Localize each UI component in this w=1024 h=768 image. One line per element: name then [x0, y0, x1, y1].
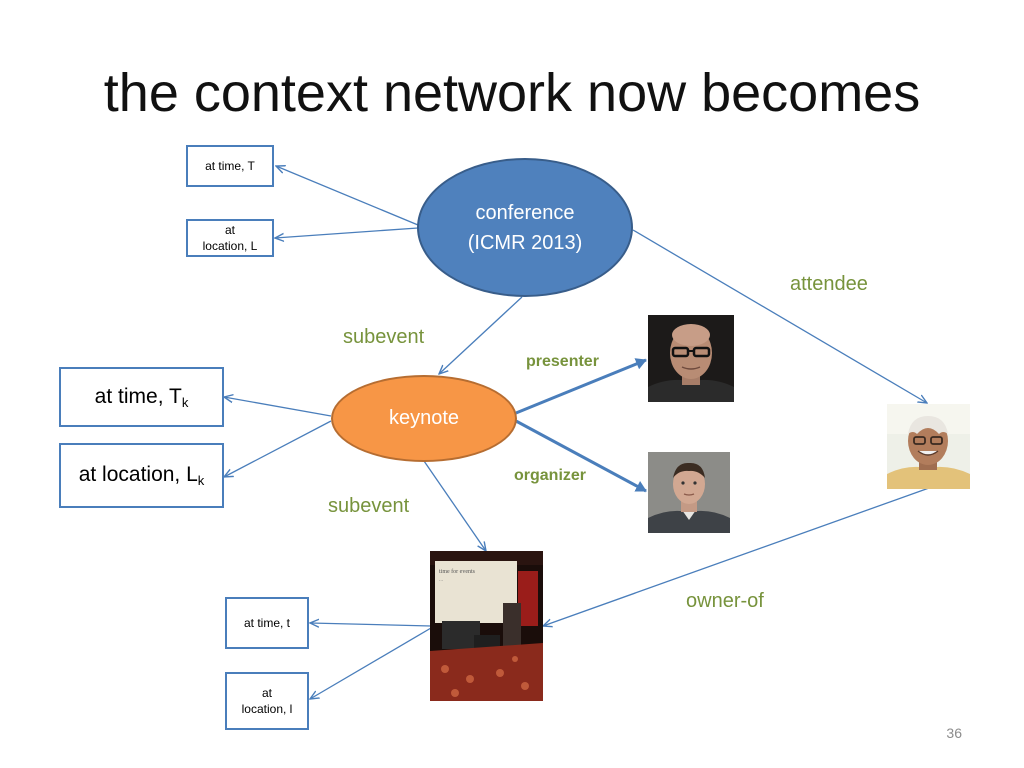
- link-owner-of: [543, 487, 930, 626]
- at-location-L-box: at location, L: [186, 219, 274, 257]
- link-attendee: [632, 229, 927, 403]
- link-keynote-time: [224, 397, 332, 417]
- at-time-T-label: at time, T: [205, 159, 255, 173]
- page-number: 36: [946, 725, 962, 741]
- keynote-stage-photo: time for events ...: [430, 551, 543, 701]
- at-time-t-box: at time, t: [225, 597, 309, 649]
- presenter-label: presenter: [526, 353, 599, 370]
- subevent-top-label: subevent: [343, 326, 425, 348]
- conference-label: conference: [475, 201, 575, 224]
- link-session-time: [310, 623, 432, 626]
- keynote-node: keynote: [331, 375, 517, 462]
- at-location-l-line2: location, l: [241, 702, 293, 716]
- owner-of-label: owner-of: [686, 590, 764, 612]
- at-time-t-label: at time, t: [243, 616, 290, 630]
- link-subevent-bottom: [423, 460, 486, 551]
- at-location-Lk-label: at location, Lk: [78, 463, 205, 488]
- organizer-label: organizer: [514, 467, 587, 484]
- subevent-bottom-label: subevent: [328, 495, 410, 517]
- link-presenter: [515, 358, 647, 415]
- link-keynote-location: [224, 420, 332, 477]
- attendee-label: attendee: [790, 273, 868, 295]
- at-location-Lk-box: at location, Lk: [59, 443, 224, 508]
- keynote-label: keynote: [388, 407, 460, 429]
- organizer-photo: [648, 452, 730, 533]
- link-conference-location: [275, 227, 419, 238]
- conference-node: conference (ICMR 2013): [417, 158, 633, 297]
- link-subevent-top: [439, 296, 523, 374]
- link-conference-time: [276, 166, 419, 226]
- at-location-L-line2: location, L: [202, 239, 258, 253]
- at-time-Tk-box: at time, Tk: [59, 367, 224, 427]
- attendee-photo: [887, 404, 970, 489]
- link-session-location: [310, 627, 432, 699]
- at-location-L-line1: at: [224, 223, 235, 237]
- conference-name: (ICMR 2013): [467, 231, 583, 254]
- stage-screen-subtitle: ...: [439, 577, 444, 583]
- presenter-photo: [648, 315, 734, 402]
- stage-screen-title: time for events: [439, 569, 475, 575]
- at-time-T-box: at time, T: [186, 145, 274, 187]
- link-organizer: [515, 419, 647, 493]
- at-time-Tk-label: at time, Tk: [94, 384, 189, 410]
- at-location-l-line1: at: [261, 686, 272, 700]
- at-location-l-box: at location, l: [225, 672, 309, 730]
- slide-title: the context network now becomes: [103, 63, 921, 123]
